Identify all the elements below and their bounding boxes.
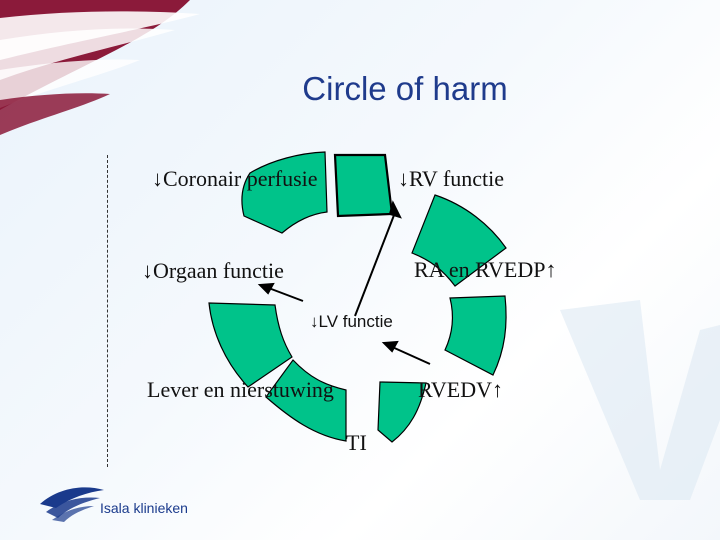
arrow-ra-to-rv xyxy=(354,209,397,317)
segment-top-right xyxy=(411,194,507,287)
segment-bottom-right xyxy=(377,381,427,443)
arrow-rvedv-to-lv-head xyxy=(381,340,399,353)
arrow-ra-to-rv-head xyxy=(388,200,402,219)
slide-title: Circle of harm xyxy=(302,70,508,107)
segment-left xyxy=(208,302,293,388)
logo-text: Isala klinieken xyxy=(100,500,188,516)
segment-right xyxy=(444,295,507,376)
arrow-lv-to-orgaan-head xyxy=(257,282,275,295)
arrow-rvedv-to-lv xyxy=(389,345,431,365)
segment-bottom xyxy=(265,359,347,442)
label-rvedv: RVEDV↑ xyxy=(418,377,504,402)
dashed-divider xyxy=(107,155,108,467)
label-orgaan-functie: ↓Orgaan functie xyxy=(142,258,284,283)
label-rv-functie: ↓RV functie xyxy=(398,166,504,191)
label-lv-functie: ↓LV functie xyxy=(310,312,393,331)
segment-top-left xyxy=(241,151,328,234)
isala-logo-icon xyxy=(40,487,104,522)
label-ra-rvedp: RA en RVEDP↑ xyxy=(414,257,557,282)
segment-top xyxy=(333,153,394,218)
label-lever-nierstuwing: Lever en nierstuwing xyxy=(147,377,334,402)
label-coronair-perfusie: ↓Coronair perfusie xyxy=(152,166,318,191)
arrow-lv-to-orgaan xyxy=(265,286,304,302)
corner-swoosh-decoration xyxy=(0,0,200,135)
label-ti: TI xyxy=(346,430,367,455)
